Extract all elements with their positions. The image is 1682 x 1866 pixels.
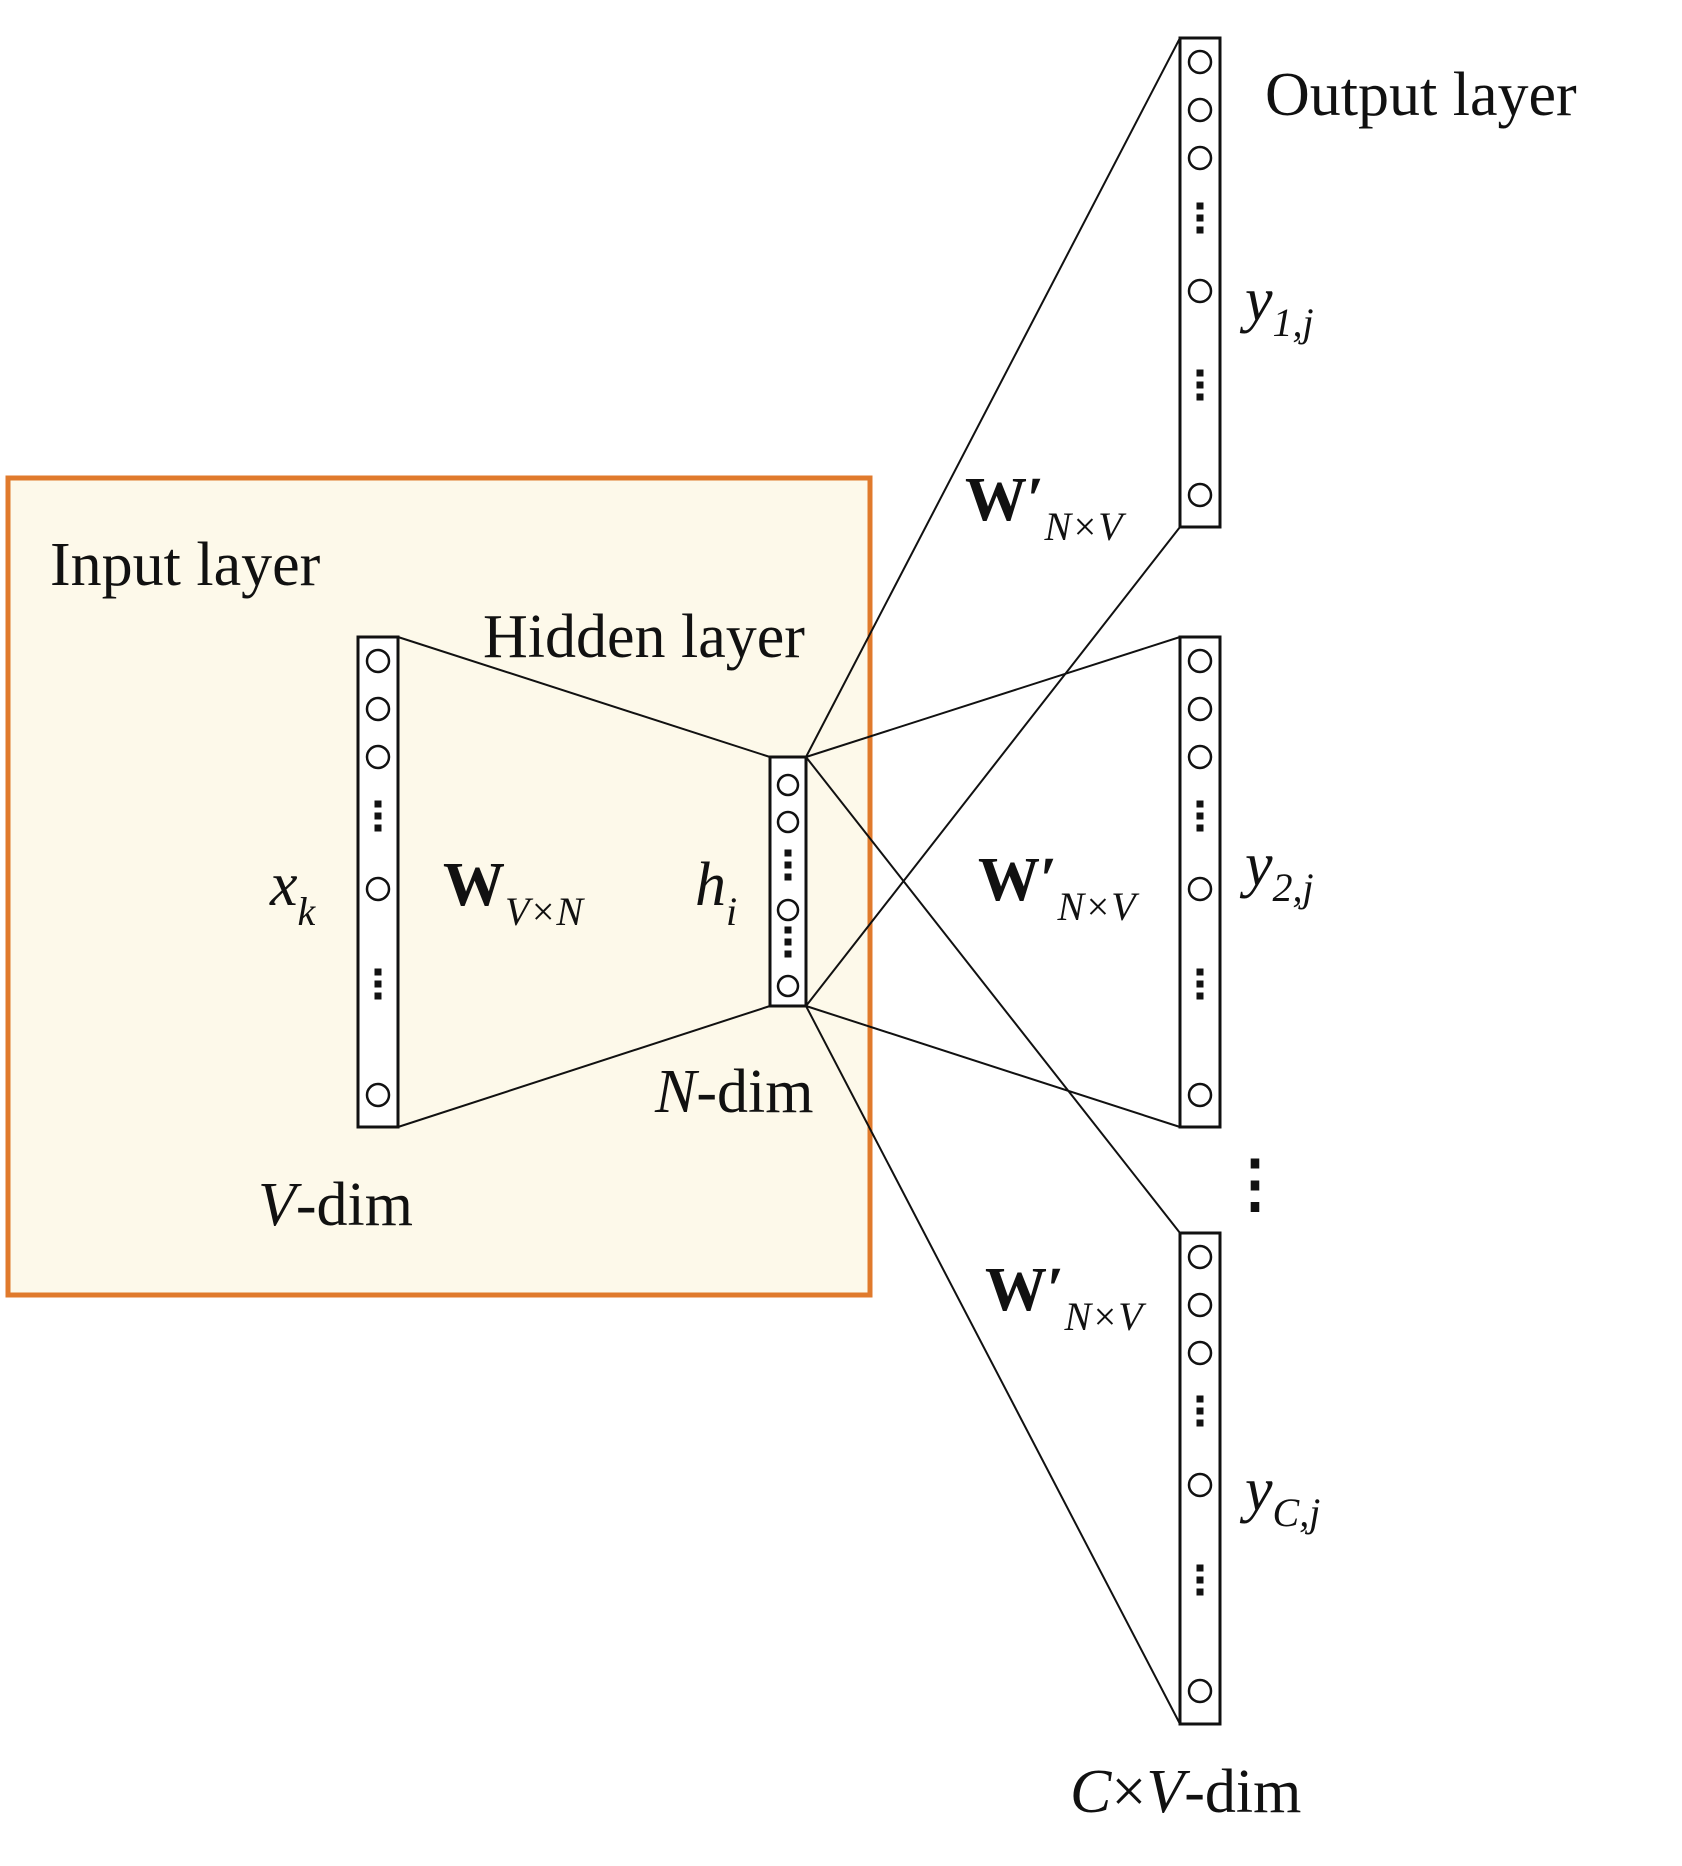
output-layer-column-2	[1178, 635, 1222, 1129]
neuron-icon	[1187, 696, 1213, 722]
neuron-icon	[1187, 1678, 1213, 1704]
neuron-icon	[1187, 1292, 1213, 1318]
hidden-output-connections	[805, 37, 1181, 1725]
layer-column-box	[356, 635, 400, 1129]
vertical-dots-icon	[1196, 369, 1204, 401]
neuron-icon	[1187, 1082, 1213, 1108]
ycj-label: yC,j	[1239, 1456, 1320, 1535]
hidden-layer-label: Hidden layer	[483, 603, 805, 671]
input-region-box	[5, 475, 873, 1298]
hidden-layer-column	[768, 755, 808, 1008]
neuron-icon	[1187, 49, 1213, 75]
vertical-dots-icon	[1196, 800, 1204, 832]
neuron-icon	[365, 696, 391, 722]
vertical-dots-icon	[784, 849, 792, 881]
neuron-icon	[1187, 1340, 1213, 1366]
input-layer-label: Input layer	[50, 531, 321, 599]
neuron-icon	[1187, 648, 1213, 674]
neuron-icon	[776, 898, 800, 922]
neuron-icon	[1187, 744, 1213, 770]
neuron-icon	[776, 810, 800, 834]
input-hidden-connections	[397, 636, 771, 1128]
layer-column-box	[1178, 36, 1222, 529]
vertical-dots-icon	[784, 926, 792, 958]
vertical-dots-icon	[1196, 1564, 1204, 1596]
neuron-icon	[365, 876, 391, 902]
w-input-label: WV×N	[443, 851, 585, 934]
vertical-dots-icon	[1196, 1395, 1204, 1427]
layer-columns	[356, 36, 1222, 1726]
w-prime-label-3: W′N×V	[985, 1256, 1147, 1339]
vertical-dots-icon	[1196, 202, 1204, 234]
neuron-icon	[1187, 278, 1213, 304]
vertical-dots-icon	[374, 800, 382, 832]
y2j-label: y2,j	[1239, 831, 1314, 910]
w-prime-label-2: W′N×V	[978, 846, 1140, 929]
output-layer-column-3	[1178, 1231, 1222, 1726]
h-i-label: hi	[695, 851, 737, 934]
neuron-icon	[776, 974, 800, 998]
output-layers-ellipsis: ⋮	[1223, 1148, 1287, 1219]
vertical-dots-icon	[374, 968, 382, 1000]
neuron-icon	[1187, 482, 1213, 508]
cv-dim-label: C×V-dim	[1070, 1758, 1301, 1826]
neuron-icon	[365, 1082, 391, 1108]
y1j-label: y1,j	[1239, 266, 1314, 345]
output-layer-label: Output layer	[1265, 61, 1577, 129]
neuron-icon	[776, 773, 800, 797]
layer-column-box	[1178, 1231, 1222, 1726]
x-k-label: xk	[269, 851, 317, 934]
neuron-icon	[1187, 876, 1213, 902]
neuron-icon	[1187, 145, 1213, 171]
input-layer-column	[356, 635, 400, 1129]
v-dim-label: V-dim	[258, 1171, 413, 1239]
vertical-dots-icon	[1196, 968, 1204, 1000]
layer-column-box	[768, 755, 808, 1008]
neuron-icon	[365, 648, 391, 674]
output-layer-column-1	[1178, 36, 1222, 529]
neuron-icon	[365, 744, 391, 770]
layer-column-box	[1178, 635, 1222, 1129]
neuron-icon	[1187, 1244, 1213, 1270]
n-dim-label: N-dim	[654, 1058, 813, 1126]
neuron-icon	[1187, 97, 1213, 123]
neuron-icon	[1187, 1472, 1213, 1498]
w-prime-label-1: W′N×V	[965, 466, 1127, 549]
